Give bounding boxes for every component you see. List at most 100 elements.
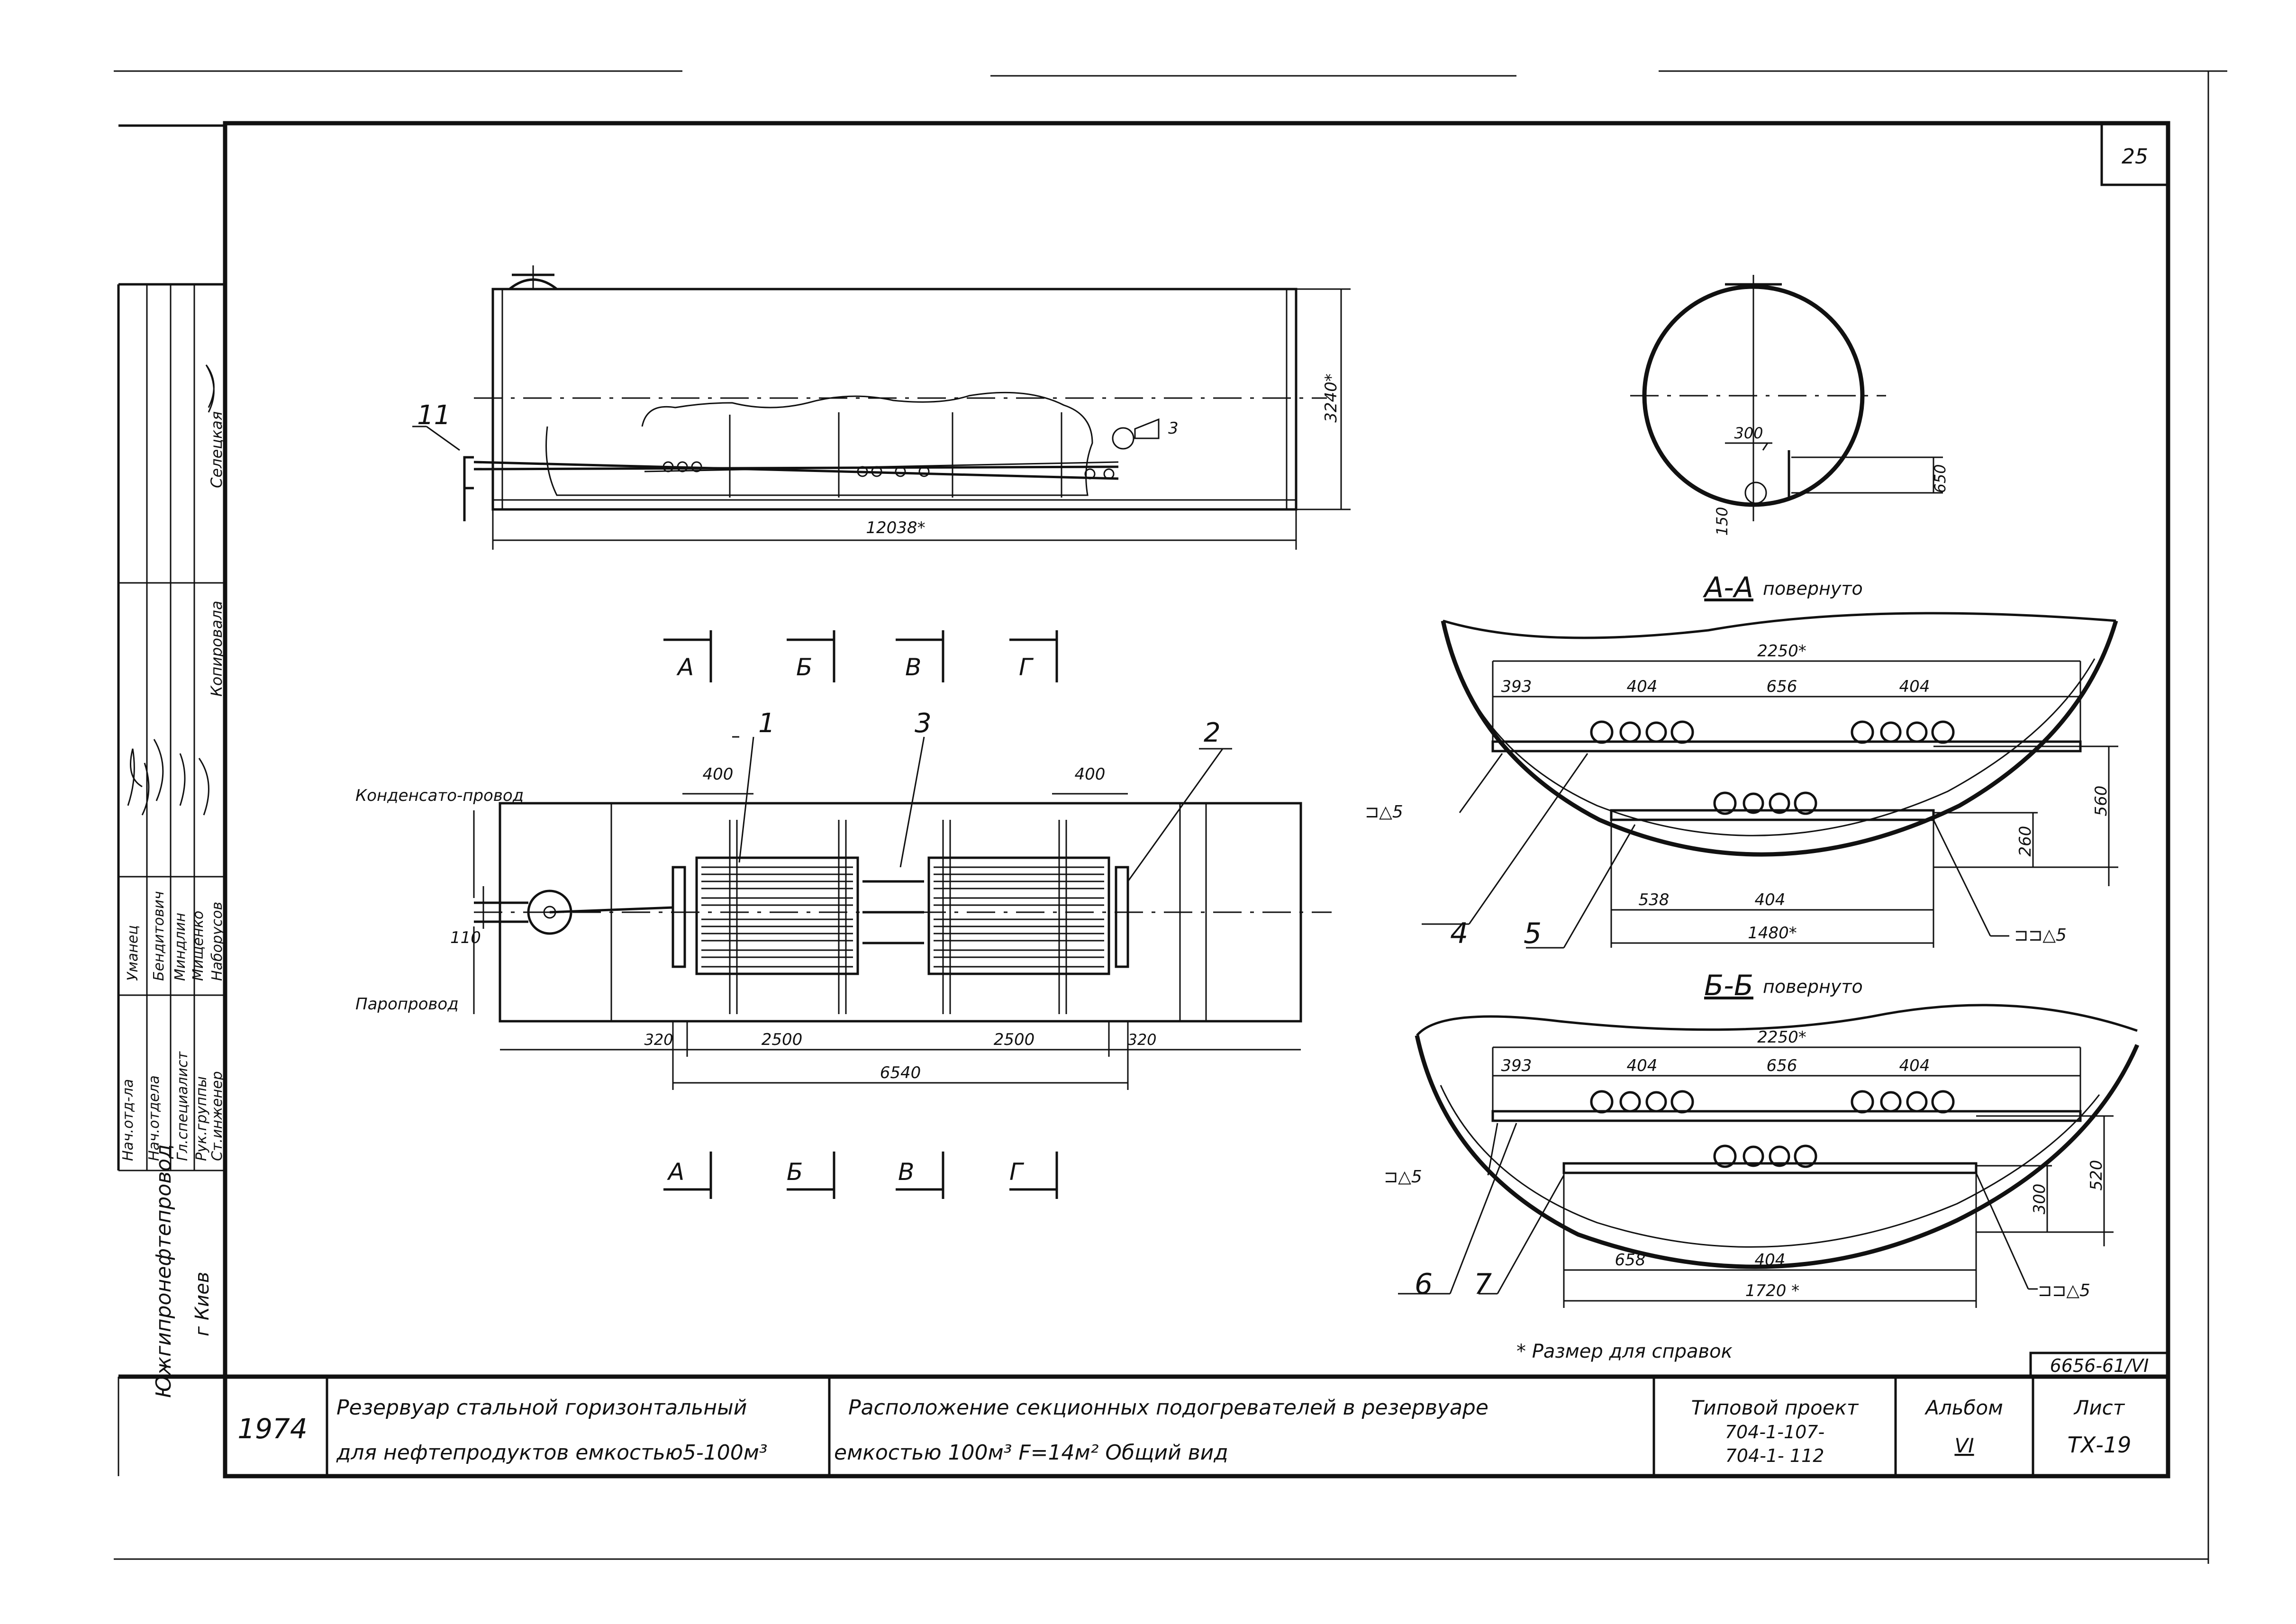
end-view-dim-300: 300 bbox=[1734, 424, 1763, 442]
section-aa-dim-538: 538 bbox=[1639, 890, 1670, 909]
section-aa-title: А-А bbox=[1702, 571, 1753, 604]
plan-dim-2500b: 2500 bbox=[994, 1030, 1035, 1049]
section-bb-dim-656: 656 bbox=[1767, 1056, 1797, 1075]
section-aa-dim-260: 260 bbox=[2016, 826, 2035, 857]
section-bb-dim-300: 300 bbox=[2030, 1184, 2049, 1215]
sheet-number: 25 bbox=[2122, 145, 2148, 169]
stamp-role-1: Нач.отд-ла bbox=[120, 1079, 136, 1161]
title-drawing-line2: емкостью 100м³ F=14м² Общий вид bbox=[834, 1441, 1228, 1465]
tank-elevation bbox=[412, 265, 1351, 550]
plan-dim-110: 110 bbox=[450, 928, 481, 947]
section-bb-dim-404a: 404 bbox=[1627, 1056, 1658, 1075]
stamp-role-3: Гл.специалист bbox=[174, 1051, 191, 1161]
stamp-name-2: Бендитович bbox=[151, 891, 167, 981]
plan-pos-1: 1 bbox=[758, 708, 775, 739]
section-mark-upper-a: А bbox=[676, 653, 694, 681]
section-bb-dim-520: 520 bbox=[2087, 1160, 2106, 1191]
plan-pos-3: 3 bbox=[915, 708, 932, 739]
plan-dim-400a: 400 bbox=[703, 765, 734, 784]
plan-dim-2500a: 2500 bbox=[762, 1030, 803, 1049]
section-bb-dim-404c: 404 bbox=[1755, 1251, 1786, 1270]
title-year: 1974 bbox=[237, 1413, 308, 1445]
trim-lines bbox=[114, 70, 2227, 1564]
stamp-copier-name: Селецкая bbox=[208, 411, 226, 488]
plan-dim-320a: 320 bbox=[644, 1031, 673, 1049]
section-bb-dim-404b: 404 bbox=[1899, 1056, 1930, 1075]
title-project-number-1: 704-1-107- bbox=[1725, 1422, 1824, 1443]
organization-name: Южгипронефтепровод bbox=[152, 1144, 176, 1398]
frame bbox=[118, 121, 2170, 1479]
plan-dim-6540: 6540 bbox=[880, 1063, 921, 1082]
section-bb-dim-658: 658 bbox=[1615, 1251, 1646, 1270]
section-bb-title: Б-Б bbox=[1704, 969, 1753, 1002]
section-mark-lower-v: В bbox=[898, 1158, 914, 1186]
stamp-role-2: Нач.отдела bbox=[146, 1075, 163, 1161]
section-mark-lower-b: Б bbox=[787, 1158, 803, 1186]
title-sheet-label: Лист bbox=[2073, 1396, 2125, 1419]
section-mark-lower-a: А bbox=[667, 1158, 684, 1186]
title-object-line1: Резервуар стальной горизонтальный bbox=[336, 1396, 747, 1420]
side-stamp bbox=[117, 283, 225, 1171]
stamp-name-5: Наборусов bbox=[209, 902, 226, 981]
title-object-line2: для нефтепродуктов емкостью5-100м³ bbox=[336, 1441, 768, 1465]
title-sheet-value: ТХ-19 bbox=[2068, 1432, 2132, 1458]
plan-steam-label: Паропровод bbox=[355, 995, 459, 1014]
title-album-label: Альбом bbox=[1924, 1396, 2003, 1419]
tank-end-view bbox=[1630, 275, 1943, 521]
organization-city: г Киев bbox=[191, 1272, 213, 1336]
stamp-name-3: Миндлин bbox=[172, 913, 189, 981]
section-aa-dim-656: 656 bbox=[1767, 677, 1797, 696]
section-bb-weld-2: ⊐⊐△5 bbox=[2038, 1281, 2090, 1300]
section-bb-dim-393: 393 bbox=[1501, 1056, 1532, 1075]
section-aa-dim-393: 393 bbox=[1501, 677, 1532, 696]
elevation-flag-label: 3 bbox=[1168, 419, 1179, 438]
section-mark-upper-b: Б bbox=[796, 653, 812, 681]
title-project-number-2: 704-1- 112 bbox=[1725, 1445, 1824, 1466]
end-view-dim-150: 150 bbox=[1713, 507, 1731, 535]
plan-dim-400b: 400 bbox=[1075, 765, 1106, 784]
title-album-value: VI bbox=[1954, 1434, 1974, 1457]
section-aa-dim-404a: 404 bbox=[1627, 677, 1658, 696]
stamp-name-1: Уманец bbox=[125, 925, 141, 981]
tank-plan bbox=[473, 736, 1332, 1090]
section-aa-dim-1480: 1480* bbox=[1748, 924, 1797, 943]
stamp-role-4: Рук.группы bbox=[193, 1076, 210, 1161]
plan-dim-320b: 320 bbox=[1127, 1031, 1156, 1049]
section-bb-pos-7: 7 bbox=[1474, 1268, 1492, 1301]
elevation-length-dim: 12038* bbox=[866, 518, 925, 537]
section-aa-dim-404b: 404 bbox=[1899, 677, 1930, 696]
section-aa-weld-1: ⊐△5 bbox=[1365, 802, 1403, 822]
title-block bbox=[118, 1352, 2169, 1476]
section-bb-weld-1: ⊐△5 bbox=[1384, 1167, 1422, 1187]
doc-code: 6656-61/VI bbox=[2050, 1355, 2149, 1376]
section-bb-dim-1720: 1720 * bbox=[1745, 1281, 1799, 1300]
signatures bbox=[127, 364, 215, 816]
reference-note: * Размер для справок bbox=[1516, 1341, 1733, 1362]
stamp-role-5: Ст.инженер bbox=[209, 1071, 226, 1161]
section-aa-dim-2250: 2250* bbox=[1757, 642, 1806, 661]
section-marks-lower bbox=[663, 1152, 1058, 1199]
title-project-label: Типовой проект bbox=[1691, 1396, 1859, 1419]
section-aa-subtitle: повернуто bbox=[1763, 578, 1863, 599]
section-mark-upper-g: Г bbox=[1019, 653, 1034, 681]
plan-condensate-label: Конденсато-провод bbox=[355, 786, 524, 805]
title-drawing-line1: Расположение секционных подогревателей в… bbox=[848, 1396, 1488, 1420]
end-view-dim-650: 650 bbox=[1931, 464, 1949, 493]
section-bb-drawing bbox=[1398, 1004, 2140, 1308]
section-bb-dim-2250: 2250* bbox=[1757, 1028, 1806, 1047]
section-aa-weld-2: ⊐⊐△5 bbox=[2014, 925, 2067, 945]
section-bb-pos-6: 6 bbox=[1415, 1268, 1433, 1301]
stamp-name-4: Мищенко bbox=[190, 911, 207, 981]
section-mark-lower-g: Г bbox=[1009, 1158, 1025, 1186]
section-marks-upper bbox=[663, 630, 1058, 682]
section-mark-upper-v: В bbox=[905, 653, 921, 681]
section-aa-pos-4: 4 bbox=[1450, 917, 1468, 950]
elevation-height-dim: 3240* bbox=[1322, 373, 1341, 423]
section-aa-dim-560: 560 bbox=[2092, 786, 2111, 817]
plan-pos-2: 2 bbox=[1204, 717, 1221, 748]
section-aa-dim-404c: 404 bbox=[1755, 890, 1786, 909]
stamp-copied-label: Копировала bbox=[208, 601, 226, 697]
elevation-pos-11: 11 bbox=[417, 400, 451, 431]
section-aa-pos-5: 5 bbox=[1524, 917, 1542, 950]
